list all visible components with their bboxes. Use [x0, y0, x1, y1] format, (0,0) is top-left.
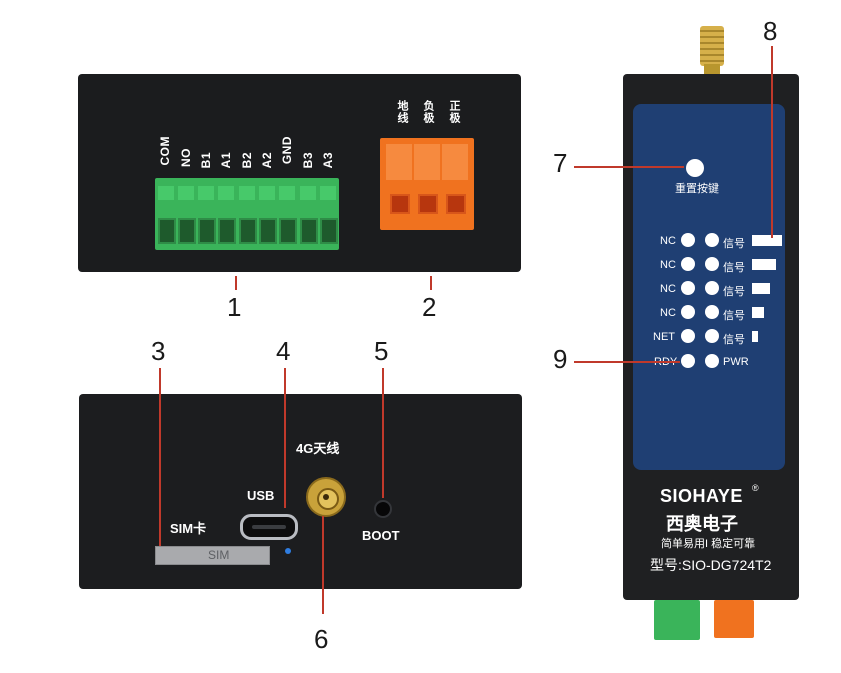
led-label-nc-2: NC [660, 259, 676, 271]
boot-button[interactable] [374, 500, 392, 518]
slogan: 简单易用I 稳定可靠 [661, 538, 756, 550]
terminal-slot [239, 218, 257, 244]
rdy-led [681, 354, 695, 368]
callout-5: 5 [374, 336, 389, 366]
callout-1: 1 [227, 292, 242, 322]
leader-line-5 [382, 368, 384, 498]
led-label-pwr: PWR [723, 356, 749, 368]
sim-card-slot[interactable]: SIM [155, 546, 270, 565]
callout-4: 4 [276, 336, 291, 366]
leader-line-8 [771, 46, 773, 238]
green-terminal-bottom[interactable] [654, 600, 700, 640]
led-label-nc-4: NC [660, 307, 676, 319]
terminal-label-a2: A2 [260, 152, 274, 169]
sim-card-label: SIM卡 [170, 521, 207, 536]
led-label-nc-1: NC [660, 235, 676, 247]
terminal-slot [418, 194, 438, 214]
usb-label: USB [247, 488, 275, 503]
leader-line-3 [159, 368, 161, 548]
terminal-slot [178, 218, 196, 244]
signal-led [705, 233, 719, 247]
status-led-blue [285, 548, 291, 554]
signal-bar-icon [752, 235, 782, 246]
leader-line-6 [322, 516, 324, 614]
reset-label: 重置按键 [675, 183, 719, 195]
signal-bar-icon [752, 331, 758, 342]
signal-led [705, 329, 719, 343]
registered-mark: ® [752, 483, 759, 493]
terminal-label-positive: 正极 [448, 100, 460, 124]
model-number: 型号:SIO-DG724T2 [650, 557, 772, 573]
device-bottom-panel [79, 394, 522, 589]
boot-label: BOOT [362, 528, 400, 543]
sim-slot-label: SIM [208, 548, 230, 562]
antenna-label: 4G天线 [296, 441, 340, 456]
indicator-led [681, 305, 695, 319]
led-label-signal-2: 信号 [723, 262, 745, 274]
signal-led [705, 305, 719, 319]
leader-line-1 [235, 276, 237, 290]
orange-terminal-bottom[interactable] [714, 600, 754, 638]
led-label-nc-3: NC [660, 283, 676, 295]
led-label-signal-5: 信号 [723, 334, 745, 346]
terminal-label-b2: B2 [240, 152, 254, 169]
callout-6: 6 [314, 624, 329, 654]
callout-8: 8 [763, 16, 778, 46]
power-terminal-block[interactable] [380, 138, 474, 230]
led-label-signal-3: 信号 [723, 286, 745, 298]
terminal-slot [198, 218, 216, 244]
usb-c-port[interactable] [240, 514, 298, 540]
antenna-connector[interactable] [306, 477, 346, 517]
terminal-label-gnd: GND [280, 136, 294, 165]
indicator-led [681, 233, 695, 247]
callout-2: 2 [422, 292, 437, 322]
callout-9: 9 [553, 344, 568, 374]
signal-bar-icon [752, 283, 770, 294]
terminal-slot [300, 218, 318, 244]
terminal-slot [158, 218, 176, 244]
led-label-net: NET [653, 331, 675, 343]
terminal-slot [279, 218, 297, 244]
terminal-slot [320, 218, 338, 244]
led-label-signal-1: 信号 [723, 238, 745, 250]
leader-line-4 [284, 368, 286, 508]
net-led [681, 329, 695, 343]
antenna-icon [694, 26, 732, 74]
terminal-label-b3: B3 [301, 152, 315, 169]
signal-bar-icon [752, 307, 764, 318]
callout-3: 3 [151, 336, 166, 366]
leader-line-9 [574, 361, 680, 363]
signal-led [705, 281, 719, 295]
callout-7: 7 [553, 148, 568, 178]
leader-line-2 [430, 276, 432, 290]
led-label-signal-4: 信号 [723, 310, 745, 322]
terminal-slot [259, 218, 277, 244]
terminal-slot [446, 194, 466, 214]
indicator-led [681, 257, 695, 271]
company-name: 西奥电子 [666, 514, 738, 534]
brand-logo: SIOHAYE [660, 486, 743, 506]
leader-line-7 [574, 166, 684, 168]
indicator-led [681, 281, 695, 295]
terminal-label-com: COM [158, 136, 172, 166]
signal-led [705, 257, 719, 271]
terminal-label-b1: B1 [199, 152, 213, 169]
terminal-slot [390, 194, 410, 214]
terminal-slot [218, 218, 236, 244]
terminal-label-no: NO [179, 148, 193, 167]
terminal-label-a1: A1 [219, 152, 233, 169]
green-terminal-block[interactable] [155, 178, 339, 250]
pwr-led [705, 354, 719, 368]
terminal-label-negative: 负极 [422, 100, 434, 124]
reset-button[interactable] [686, 159, 704, 177]
terminal-label-ground: 地线 [396, 100, 408, 124]
signal-bar-icon [752, 259, 776, 270]
terminal-label-a3: A3 [321, 152, 335, 169]
